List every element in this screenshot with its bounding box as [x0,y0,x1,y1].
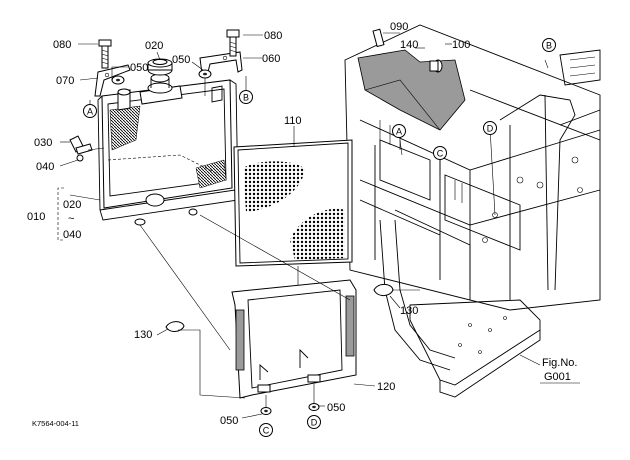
label-050-right: 050 [172,54,190,66]
svg-text:B: B [243,93,249,103]
label-110: 110 [284,115,302,127]
svg-text:A: A [396,127,402,137]
tractor-frame [344,24,601,371]
label-140: 140 [400,39,418,51]
fig-no-label: Fig.No. [542,357,577,369]
label-130-left: 130 [134,329,152,341]
marker-d-bottom: D [307,415,321,429]
radiator-cap [147,58,173,76]
label-050-bottom-right: 050 [327,402,345,414]
svg-text:C: C [437,149,444,159]
nut-050-left [111,75,125,85]
label-090: 090 [390,21,408,33]
marker-a-right: A [392,124,406,138]
floor-plate [409,299,541,398]
label-120: 120 [377,381,395,393]
label-130-right: 130 [400,305,418,317]
bracket-070 [94,64,131,97]
bolt-100 [429,59,443,73]
marker-a-left: A [83,104,97,118]
dust-screen [233,139,353,267]
label-080-right: 080 [264,30,282,42]
marker-d-right: D [483,121,497,135]
fan-shroud-frame [231,279,357,399]
figure-number: Fig.No. G001 [540,357,580,384]
range-tilde: ~ [68,213,74,225]
drain-cock [69,135,105,162]
label-030: 030 [34,137,52,149]
label-040-range: 040 [63,229,81,241]
fig-no-value: G001 [544,371,571,383]
part-labels: 080 070 050 020 050 080 060 090 140 100 … [27,21,470,427]
bolt-080-left [98,39,112,69]
svg-text:D: D [487,124,494,134]
label-010: 010 [27,211,45,223]
label-020-range: 020 [63,199,81,211]
label-050-left: 050 [130,62,148,74]
marker-c-right: C [433,146,447,160]
clip-130-right [373,283,394,297]
marker-b-right: B [542,38,556,52]
drawing-code: K7564-004-11 [32,419,79,428]
label-050-bottom-left: 050 [220,415,238,427]
svg-text:B: B [546,41,552,51]
svg-text:C: C [263,426,270,436]
marker-b-left: B [239,90,253,104]
svg-text:A: A [87,107,93,117]
clip-130-left [165,321,185,332]
label-070: 070 [56,75,74,87]
nut-050-bottom-left [260,407,272,415]
label-020-cap: 020 [145,40,163,52]
bolt-080-right [226,29,240,57]
nut-050-bottom-right [308,403,320,411]
radiator [97,73,239,226]
marker-c-bottom: C [259,423,273,437]
label-080-left: 080 [53,39,71,51]
nut-050-right [198,69,212,79]
label-040: 040 [36,161,54,173]
reference-markers: A B B A C D C D [83,38,556,437]
label-060: 060 [262,53,280,65]
label-100: 100 [452,39,470,51]
svg-text:D: D [311,418,318,428]
